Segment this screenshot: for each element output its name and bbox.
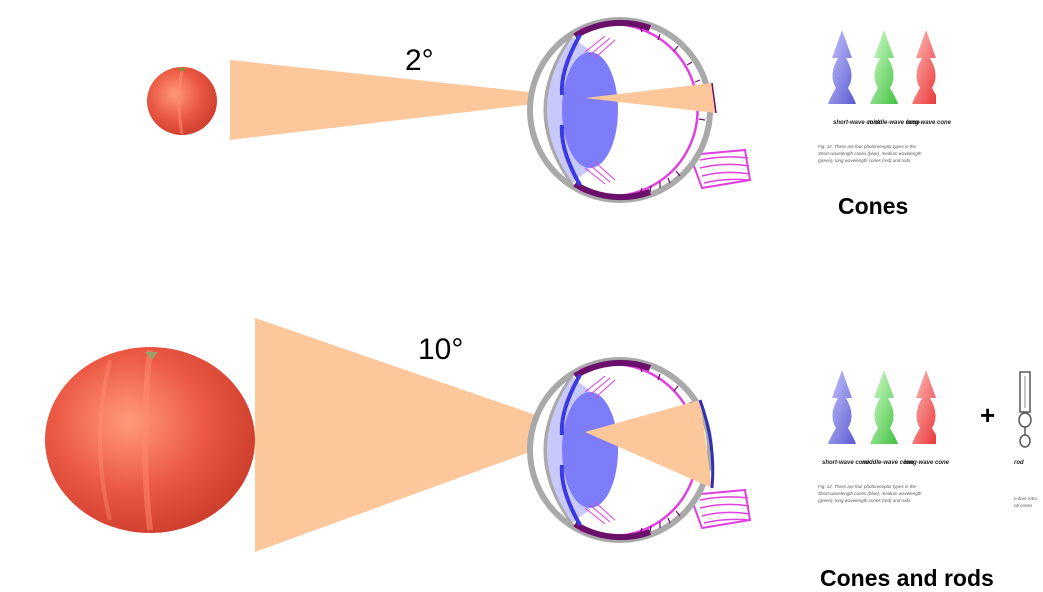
fig-text-top-2: Short-wavelength cones (blue), medium wa… [818, 151, 922, 156]
fig-text-right-2: nb cones [1014, 503, 1033, 508]
fig-text-bottom-2: Short-wavelength cones (blue), medium wa… [818, 491, 922, 496]
small-tomato-image [135, 60, 230, 140]
eye-diagram-top [530, 20, 750, 200]
caption-cones-and-rods: Cones and rods [820, 565, 994, 592]
fig-text-bottom-1: Fig. 12. There are four photoreceptor ty… [818, 484, 917, 489]
cone-label-long-bottom: long-wave cone [904, 460, 950, 466]
caption-cones: Cones [838, 193, 908, 220]
rod-cell: rod n.dom rotru nb cones [1014, 372, 1038, 508]
plus-sign: + [980, 400, 995, 431]
cone-label-long-top: long-wave cone [906, 120, 952, 126]
fig-text-right-1: n.dom rotru [1014, 496, 1038, 501]
rod-label: rod [1014, 460, 1024, 466]
fig-text-bottom-3: (green), long wavelength cones (red) and… [818, 498, 912, 503]
angle-label-top: 2° [405, 44, 434, 78]
large-tomato-image [10, 325, 255, 540]
fig-text-top-1: Fig. 12. There are four photoreceptor ty… [818, 144, 917, 149]
cone-cells-top: short-wave cone middle-wave cone long-wa… [818, 20, 952, 163]
angle-label-bottom: 10° [418, 333, 463, 367]
fig-text-top-3: (green), long wavelength cones (red) and… [818, 158, 912, 163]
cone-cells-bottom: short-wave cone middle-wave cone long-wa… [818, 360, 950, 503]
